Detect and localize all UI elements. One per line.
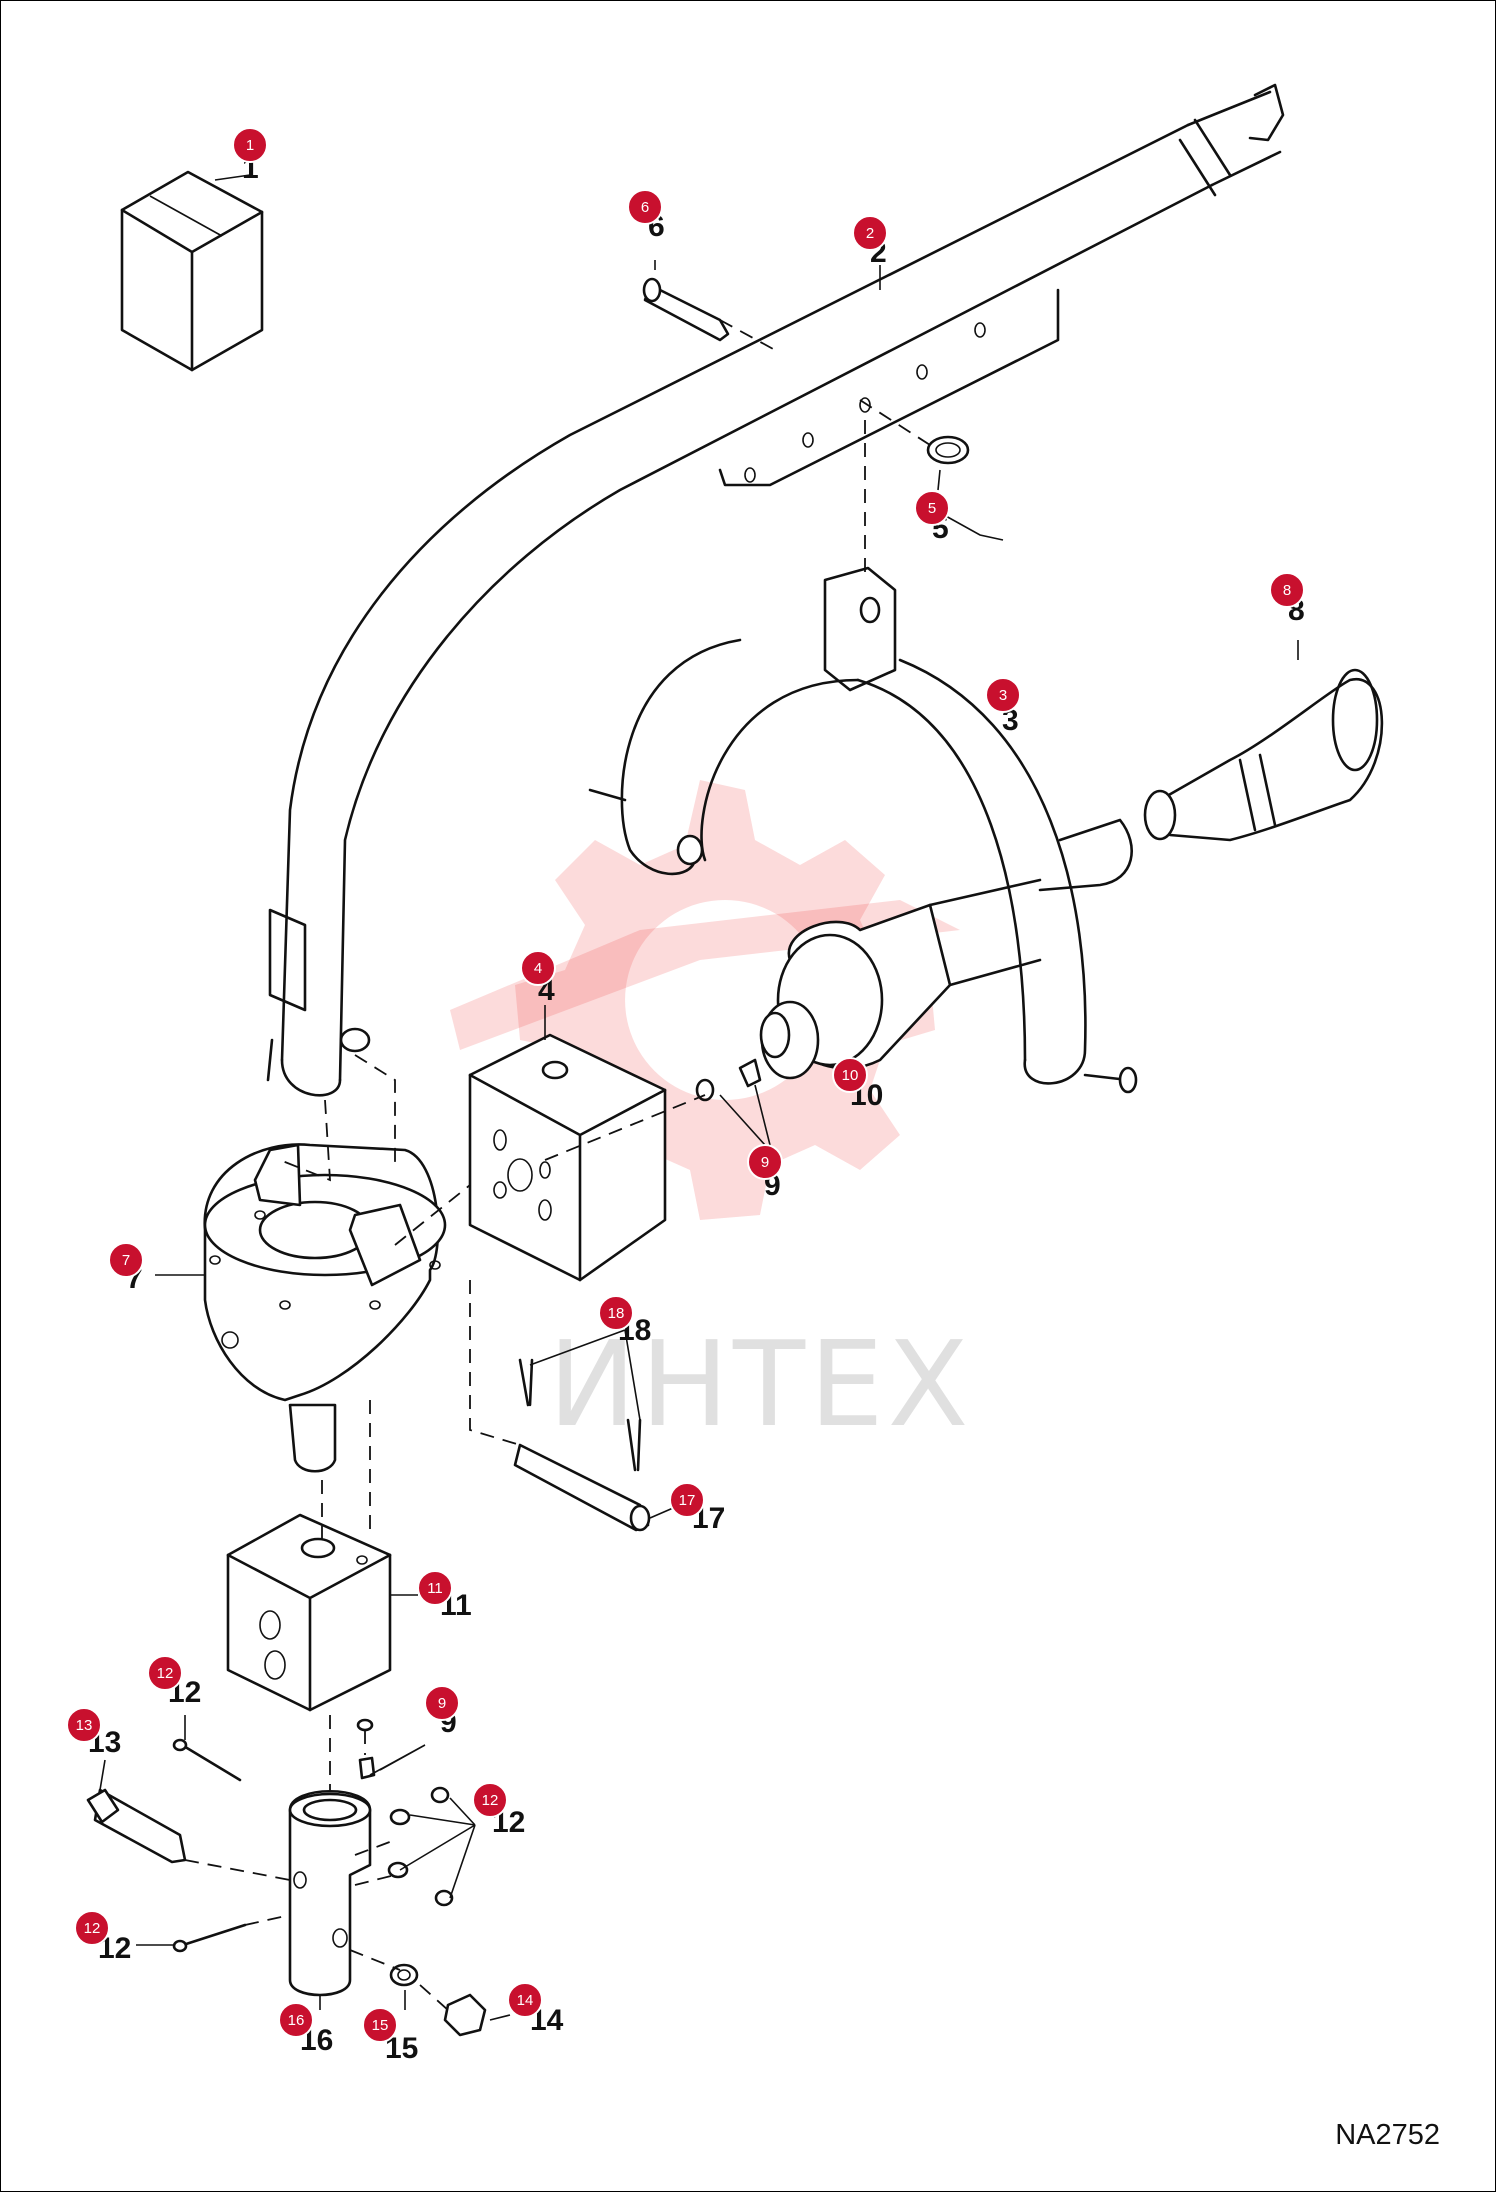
callout-17-badge: [669, 1482, 705, 1518]
callout-1-number: 1: [246, 137, 254, 154]
callout-14-badge: [507, 1982, 543, 2018]
callout-5: 5 5: [914, 490, 950, 545]
callout-12-right-number: 12: [482, 1792, 499, 1809]
callout-8-number: 8: [1283, 582, 1291, 599]
callout-6-number: 6: [641, 199, 649, 216]
callout-10: 10 10: [832, 1057, 883, 1112]
watermark-text: ИНТЕХ: [548, 1315, 972, 1453]
callout-5-badge: [914, 490, 950, 526]
callout-17: 17 17: [669, 1482, 725, 1535]
callout-2: 2 2: [852, 215, 888, 269]
callout-17-number: 17: [679, 1492, 696, 1509]
callout-4-badge: [520, 950, 556, 986]
part-11-block: [226, 1513, 392, 1712]
callout-1-badge: [232, 127, 268, 163]
callout-10-number: 10: [842, 1067, 859, 1084]
callout-9-lower-badge: [424, 1685, 460, 1721]
callout-12-top: 12 12: [147, 1655, 201, 1709]
part-14-nut: [443, 1993, 487, 2037]
callout-6-badge: [627, 189, 663, 225]
callout-7: 7 7: [108, 1242, 144, 1295]
callout-12-bottom-badge: [74, 1910, 110, 1946]
callout-13-number: 13: [76, 1717, 93, 1734]
callout-16-number: 16: [288, 2012, 305, 2029]
callout-12-right: 12 12: [472, 1782, 525, 1839]
callout-15-number: 15: [372, 2017, 389, 2034]
callout-2-badge: [852, 215, 888, 251]
part-15-washer: [389, 1963, 419, 1987]
part-2-main-arm: [266, 83, 1285, 1097]
callout-6: 6 6: [627, 189, 665, 243]
part-5-clip: [926, 435, 970, 465]
callout-15-badge: [362, 2007, 398, 2043]
part-16-coupler: [288, 1789, 372, 1997]
callout-9-lower-number: 9: [438, 1695, 446, 1712]
callout-11-badge: [417, 1570, 453, 1606]
callout-10-badge: [832, 1057, 868, 1093]
callout-5-number: 5: [928, 500, 936, 517]
callout-9-upper-number: 9: [761, 1154, 769, 1171]
callout-13-badge: [66, 1707, 102, 1743]
callout-12-right-badge: [472, 1782, 508, 1818]
callout-7-badge: [108, 1242, 144, 1278]
part-7-gearbox: [203, 1143, 447, 1473]
part-4-valve-block: [468, 1033, 667, 1282]
callout-1: 1 1: [232, 127, 268, 185]
callout-18-badge: [598, 1295, 634, 1331]
callout-4-number: 4: [534, 960, 542, 977]
part-6-pin: [642, 277, 730, 342]
part-9-fitting-upper: [695, 1058, 762, 1102]
callout-3: 3 3: [985, 677, 1021, 737]
part-17-pin: [513, 1443, 651, 1532]
callout-16: 16 16: [278, 2002, 333, 2057]
callout-11-number: 11: [427, 1580, 443, 1597]
part-9-fitting-lower: [356, 1718, 376, 1780]
part-8-shaft-coupling: [1143, 668, 1384, 842]
callout-12-top-number: 12: [157, 1665, 174, 1682]
callout-3-badge: [985, 677, 1021, 713]
callout-9-upper: 9 9: [747, 1144, 783, 1202]
drawing-code: NA2752: [1335, 2119, 1440, 2151]
callout-14: 14 14: [507, 1982, 564, 2037]
callout-13: 13 13: [66, 1707, 121, 1759]
part-3-yoke: [588, 566, 1138, 1094]
callout-9-lower: 9 9: [424, 1685, 460, 1739]
callout-3-number: 3: [999, 687, 1007, 704]
callout-8: 8 8: [1269, 572, 1305, 627]
callout-7-number: 7: [122, 1252, 130, 1269]
callout-8-badge: [1269, 572, 1305, 608]
callout-18: 18 18: [598, 1295, 651, 1347]
part-18-cotter-pins: [518, 1358, 642, 1472]
callout-12-top-badge: [147, 1655, 183, 1691]
callout-4: 4 4: [520, 950, 556, 1007]
callout-12-bottom: 12 12: [74, 1910, 131, 1965]
part-1-box: [120, 170, 264, 372]
callout-11: 11 11: [417, 1570, 472, 1622]
part-13-bolt: [86, 1788, 187, 1864]
callout-18-number: 18: [608, 1305, 625, 1322]
callout-16-badge: [278, 2002, 314, 2038]
callout-12-bottom-number: 12: [84, 1920, 101, 1937]
callout-14-number: 14: [517, 1992, 534, 2009]
part-10-driveshaft: [759, 818, 1133, 1080]
callout-15: 15 15: [362, 2007, 418, 2065]
callout-2-number: 2: [866, 225, 874, 242]
assembly-lines: [184, 319, 931, 2011]
part-12-bolts: [172, 1738, 454, 1953]
callout-9-upper-badge: [747, 1144, 783, 1180]
